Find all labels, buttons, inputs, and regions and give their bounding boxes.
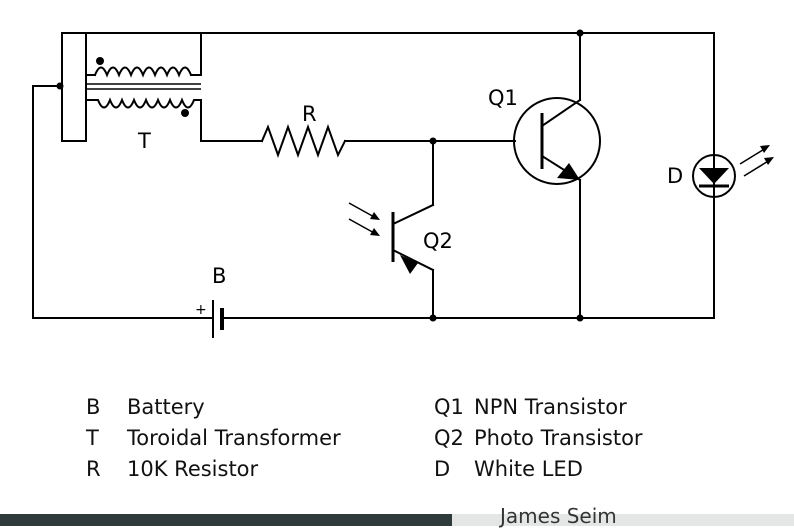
resistor-symbol xyxy=(260,124,347,158)
left-rail-wire xyxy=(32,85,214,319)
transformer-label: T xyxy=(137,129,151,153)
legend-item-led: D White LED xyxy=(434,454,643,485)
junctions xyxy=(56,29,584,322)
transformer-symbol xyxy=(61,32,202,142)
legend-item-resistor: R 10K Resistor xyxy=(86,454,341,485)
legend-code: R xyxy=(86,457,101,481)
led-envelope xyxy=(692,154,736,198)
legend-item-battery: B Battery xyxy=(86,392,341,423)
led-label: D xyxy=(667,164,683,188)
light-arrow xyxy=(370,212,380,220)
legend-code: Q2 xyxy=(434,426,464,450)
legend-text: Toroidal Transformer xyxy=(127,426,341,450)
legend-text: 10K Resistor xyxy=(127,457,259,481)
collector-lead xyxy=(540,98,582,128)
light-arrow xyxy=(370,228,380,236)
battery-symbol xyxy=(212,300,224,338)
secondary-to-resistor-wire xyxy=(200,124,263,142)
footer-author-text: James Seim xyxy=(500,504,617,528)
legend-text: NPN Transistor xyxy=(474,395,627,419)
junction-dot xyxy=(576,314,584,322)
q1-label: Q1 xyxy=(488,86,518,110)
transistor-envelope xyxy=(513,97,601,185)
legend-right-column: Q1 NPN Transistor Q2 Photo Transistor D Whi… xyxy=(434,392,643,485)
light-ray xyxy=(348,202,377,219)
resistor-label: R xyxy=(302,102,317,126)
junction-dot xyxy=(429,314,437,322)
legend-code: Q1 xyxy=(434,395,464,419)
emitter-arrow xyxy=(400,255,418,274)
toroid-core-bar xyxy=(61,32,87,142)
collector-lead xyxy=(391,203,435,226)
legend-code: D xyxy=(434,457,451,481)
emission-arrow xyxy=(764,157,774,165)
legend-text: Battery xyxy=(127,395,205,419)
legend-item-q2: Q2 Photo Transistor xyxy=(434,423,643,454)
phase-dot xyxy=(96,57,104,65)
emitter-lead xyxy=(391,248,435,272)
top-rail-wire xyxy=(200,32,715,299)
legend-text: Photo Transistor xyxy=(474,426,643,450)
primary-right-lead xyxy=(190,32,202,76)
primary-coil xyxy=(93,66,193,78)
light-ray xyxy=(743,159,771,177)
q2-label: Q2 xyxy=(423,229,453,253)
junction-dot xyxy=(576,29,584,37)
light-ray xyxy=(739,147,767,165)
led-diode-triangle xyxy=(699,168,729,184)
footer-strip-light-panel xyxy=(452,514,794,526)
legend-text: White LED xyxy=(474,457,583,481)
emission-arrow xyxy=(760,145,770,153)
legend-code: B xyxy=(86,395,101,419)
phase-dot xyxy=(181,109,189,117)
led-symbol xyxy=(692,145,774,198)
battery-plus-sign: + xyxy=(195,302,207,318)
q2-phototransistor-symbol xyxy=(348,202,435,274)
footer-strip xyxy=(0,514,794,526)
legend-left-column: B Battery T Toroidal Transformer R 10K Resi… xyxy=(86,392,341,485)
junction-dot xyxy=(429,137,437,145)
legend-item-transformer: T Toroidal Transformer xyxy=(86,423,341,454)
battery-label: B xyxy=(212,264,226,288)
legend-code: T xyxy=(86,426,99,450)
light-ray xyxy=(348,218,377,235)
q1-transistor-symbol xyxy=(513,97,601,185)
secondary-coil xyxy=(85,97,202,126)
legend-item-q1: Q1 NPN Transistor xyxy=(434,392,643,423)
wires xyxy=(32,32,715,319)
emitter-arrow xyxy=(557,163,580,180)
led-return-wire xyxy=(432,297,715,319)
